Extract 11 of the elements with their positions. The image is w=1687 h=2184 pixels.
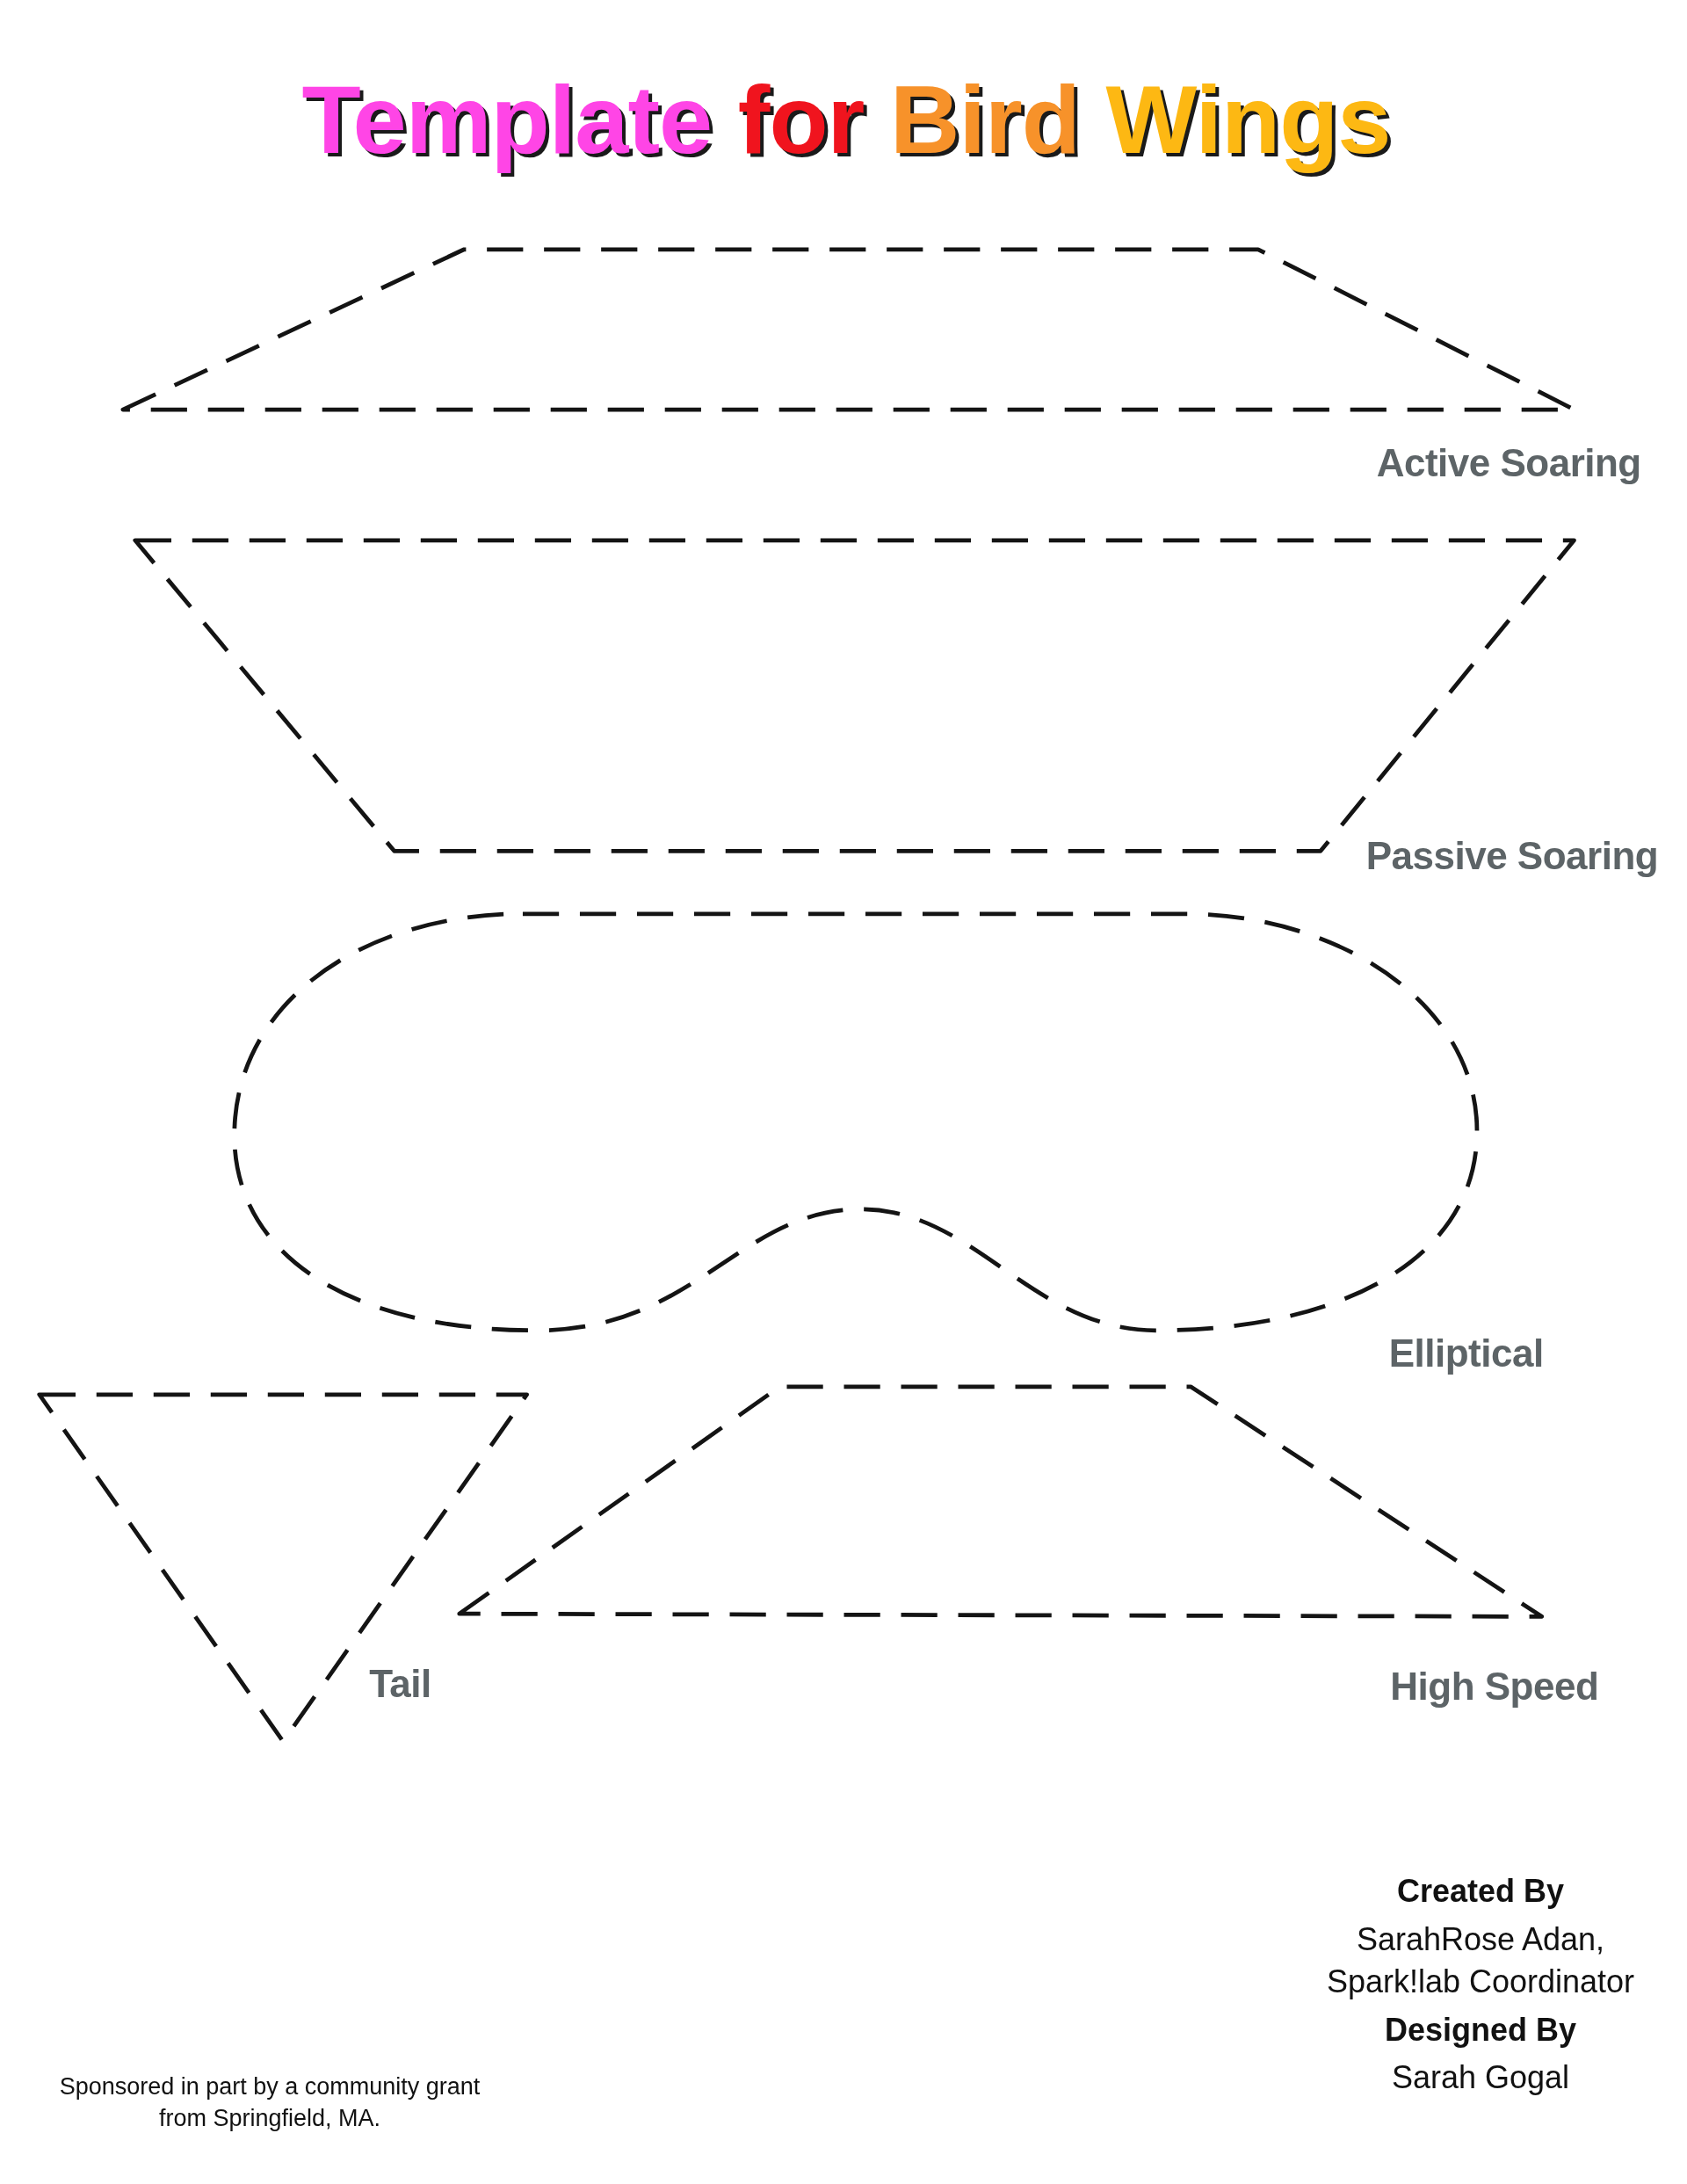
shape-label: Elliptical bbox=[1388, 1331, 1544, 1377]
credit-heading: Designed By bbox=[1384, 2011, 1577, 2050]
shape-label: Tail bbox=[369, 1660, 431, 1707]
shape-label: Passive Soaring bbox=[1365, 833, 1659, 880]
shape-label: High Speed bbox=[1390, 1664, 1599, 1710]
credit-name: SarahRose Adan, Spark!lab Coordinator bbox=[1325, 1920, 1636, 2001]
credit-heading: Created By bbox=[1396, 1872, 1565, 1911]
shape-label: Active Soaring bbox=[1376, 440, 1641, 486]
sponsor-note: Sponsored in part by a community grant from Springfield, MA. bbox=[58, 2072, 481, 2133]
page-title: Template for Bird Wings bbox=[301, 64, 1391, 175]
credit-name: Sarah Gogal bbox=[1391, 2058, 1570, 2097]
